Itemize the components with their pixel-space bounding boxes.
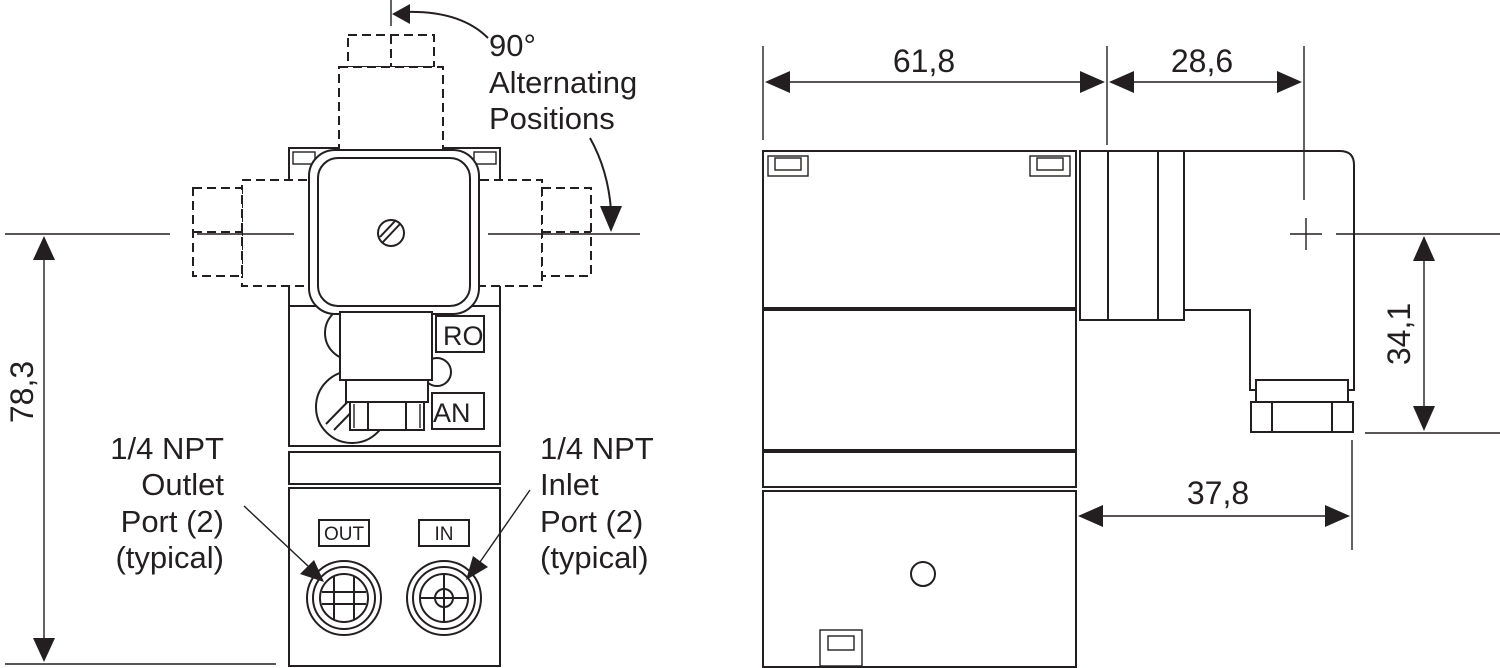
side-connector-gasket	[1079, 150, 1109, 321]
front-separator-band	[288, 451, 501, 485]
dimension-connector-height: 34,1	[1336, 233, 1500, 434]
in-label-box	[418, 519, 470, 547]
dimension-height-total: 78,3	[4, 236, 55, 662]
out-label: OUT	[324, 524, 365, 545]
rotation-indicator: 90° Alternating Positions	[392, 4, 637, 232]
side-bottom-screw	[819, 629, 863, 667]
inlet-callout-line2: Inlet	[540, 467, 599, 502]
dimension-connector-length-label: 28,6	[1171, 43, 1233, 79]
side-view	[762, 150, 1355, 668]
side-mounting-hole	[910, 561, 936, 587]
inlet-callout-line1: 1/4 NPT	[540, 431, 654, 466]
alt-position-top-body	[338, 66, 444, 154]
side-gland-nut	[1250, 401, 1354, 433]
inlet-port	[406, 560, 482, 636]
outlet-port	[306, 560, 382, 636]
outlet-callout-line2: Outlet	[141, 467, 224, 502]
side-gland-upper	[1255, 379, 1349, 403]
out-label-box	[318, 519, 370, 547]
alt-position-left-body	[241, 179, 319, 287]
zero-label-box	[435, 315, 485, 353]
dimension-height-total-label: 78,3	[4, 361, 40, 423]
side-top-block	[762, 150, 1077, 309]
rotation-note-line3: Positions	[489, 101, 615, 136]
zero-label: RO	[443, 321, 484, 351]
side-middle-block	[762, 309, 1077, 451]
dimension-connector-offset: 37,8	[1078, 440, 1353, 550]
inlet-callout-line3: Port (2)	[540, 504, 643, 539]
dimension-connector-height-label: 34,1	[1381, 303, 1417, 365]
rotation-note-line1: 90°	[489, 28, 536, 63]
side-separator-band	[762, 451, 1077, 488]
rotation-note-line2: Alternating	[489, 65, 637, 100]
front-view: RO AN OUT IN	[5, 0, 640, 667]
side-connector-ring2	[1157, 150, 1185, 321]
outlet-callout-line4: (typical)	[115, 540, 224, 575]
side-connector-ring	[1107, 150, 1159, 321]
outlet-callout-line3: Port (2)	[121, 504, 224, 539]
outlet-callout-line1: 1/4 NPT	[110, 431, 224, 466]
side-screw-right	[1029, 155, 1071, 177]
side-connector-housing	[1183, 150, 1355, 391]
inlet-callout-line4: (typical)	[540, 540, 649, 575]
side-screw-left	[767, 155, 809, 177]
cable-gland-nut	[349, 401, 425, 431]
cable-gland-upper	[345, 379, 429, 403]
front-corner-screw-right	[473, 151, 497, 165]
dimension-connector-offset-label: 37,8	[1187, 475, 1249, 511]
connector-stem	[339, 311, 433, 381]
span-label: AN	[433, 398, 471, 428]
dimension-connector-length: 28,6	[1109, 43, 1305, 200]
outlet-callout: 1/4 NPT Outlet Port (2) (typical)	[110, 431, 324, 582]
inlet-callout: 1/4 NPT Inlet Port (2) (typical)	[466, 431, 654, 580]
span-label-box	[431, 392, 485, 430]
dimension-body-length-label: 61,8	[893, 43, 955, 79]
dimension-body-length: 61,8	[762, 43, 1108, 145]
in-label: IN	[435, 524, 454, 545]
